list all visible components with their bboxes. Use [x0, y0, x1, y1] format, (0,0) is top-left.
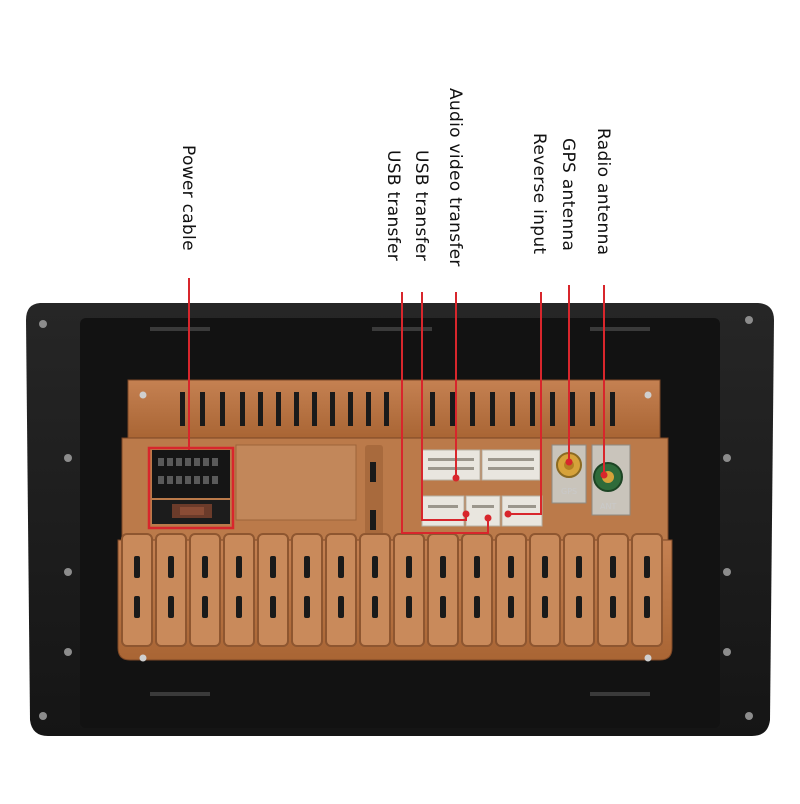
label-usb-transfer-1: USB transfer	[383, 150, 403, 262]
label-gps-antenna: GPS antenna	[558, 138, 578, 252]
label-radio-antenna: Radio antenna	[593, 128, 613, 256]
label-reverse-input: Reverse input	[529, 133, 549, 255]
power-connector	[152, 450, 230, 524]
callouts	[147, 278, 608, 534]
chassis-top	[127, 379, 661, 439]
label-power-cable: Power cable	[178, 145, 198, 251]
ant-port	[591, 444, 631, 516]
gps-port-label: GPS	[561, 487, 578, 496]
usb-reverse-connectors	[421, 495, 543, 527]
top-vents	[180, 392, 615, 426]
heatsink-slots	[134, 556, 650, 618]
heatsink-fins	[121, 533, 663, 647]
av-connector	[421, 449, 541, 481]
label-usb-transfer-2: USB transfer	[411, 150, 431, 262]
ant-port-label: ANT	[600, 502, 617, 511]
frame-screws	[39, 316, 753, 720]
label-audio-video-transfer: Audio video transfer	[445, 88, 465, 267]
